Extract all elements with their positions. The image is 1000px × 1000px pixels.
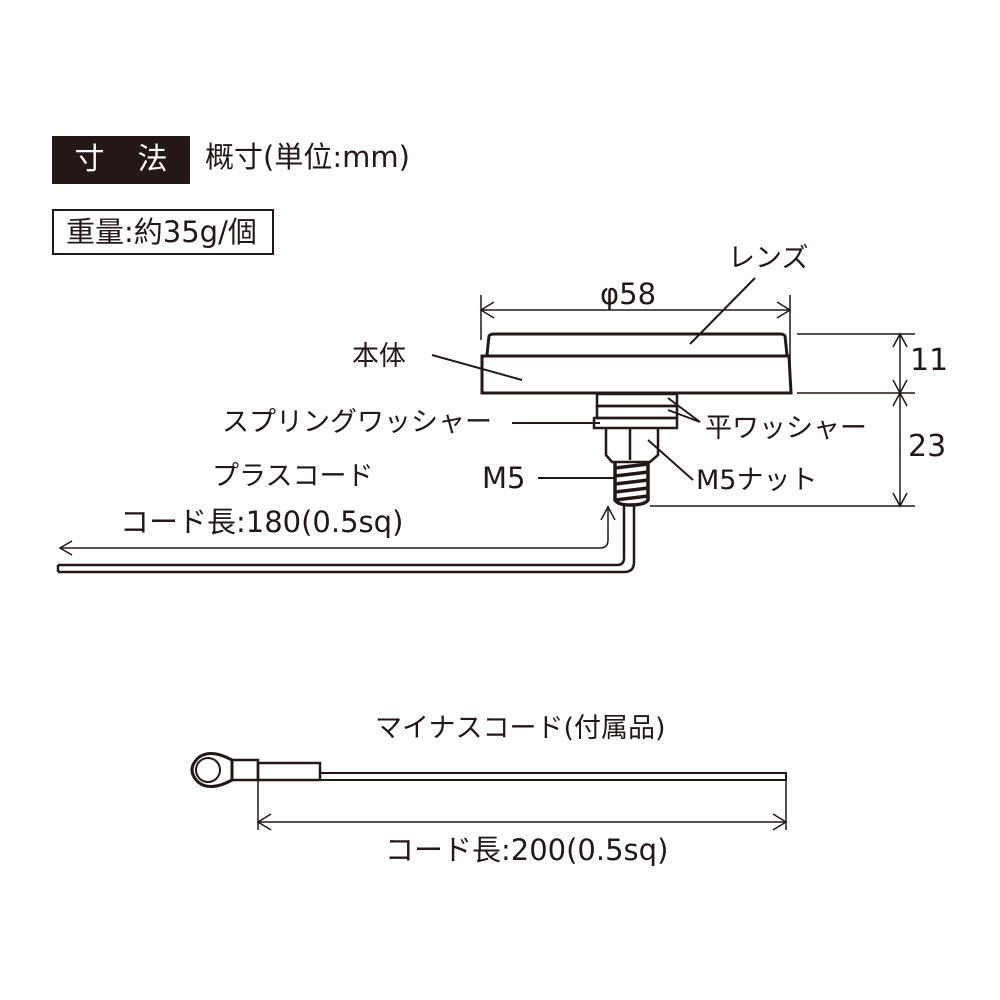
body-label: 本体 [352,341,406,372]
spring-washer-label: スプリングワッシャー [222,407,492,438]
minus-cord-label: マイナスコード(付属品) [375,713,666,744]
lens-label: レンズ [728,243,809,274]
washer-stack [592,392,679,430]
plus-cord [56,505,636,574]
plus-cord-length-label: コード長:180(0.5sq) [120,505,404,539]
flat-washer-label: 平ワッシャー [705,413,867,444]
nut-shape [604,428,660,464]
dimensions-title-badge: 寸 法 [52,136,190,184]
lens-shape [485,332,789,356]
height-11-label: 11 [910,343,949,378]
title-char-2: 法 [137,142,168,177]
weight-text: 重量:約35g/個 [66,214,257,249]
m5-label: M5 [482,461,526,495]
minus-cord [190,752,787,788]
height-23-label: 23 [908,429,947,464]
plus-cord-label: プラスコード [212,461,374,492]
bolt-thread [613,462,650,507]
plus-cord-dimension [58,505,616,556]
minus-cord-length-label: コード長:200(0.5sq) [385,833,669,867]
height-dimension [650,332,915,508]
title-char-1: 寸 [74,142,105,177]
m5-nut-label: M5ナット [696,465,818,496]
unit-note: 概寸(単位:mm) [205,140,410,174]
minus-cord-dimension [256,780,788,831]
diameter-label: φ58 [600,277,657,311]
body-shape [480,354,793,395]
weight-box: 重量:約35g/個 [52,209,274,255]
